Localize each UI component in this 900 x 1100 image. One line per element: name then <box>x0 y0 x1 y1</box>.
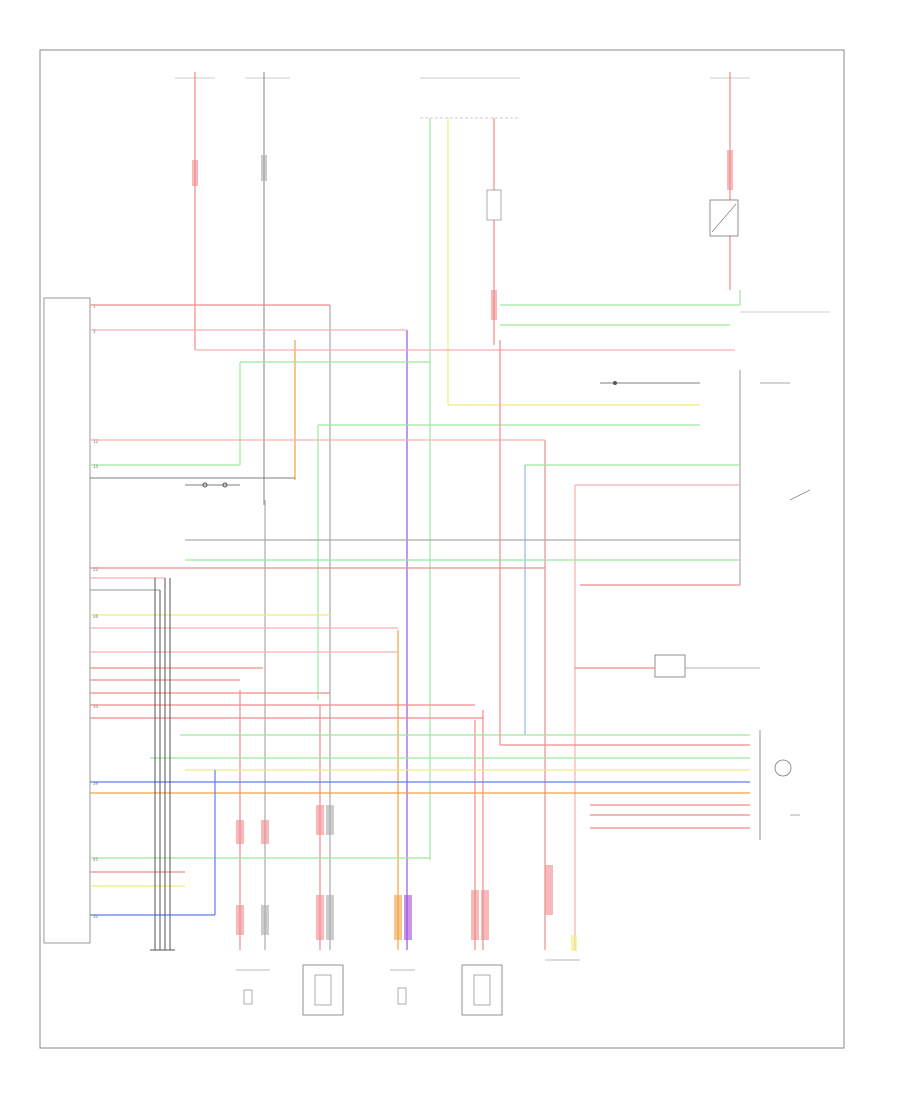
fuse-middle <box>245 72 290 505</box>
svg-text:50: 50 <box>93 914 99 919</box>
left-rear-wheel-sensor <box>390 895 415 1005</box>
ground-point <box>150 578 175 951</box>
hydraulic-unit <box>759 730 800 840</box>
svg-text:3: 3 <box>93 329 96 334</box>
abs-control-unit <box>43 297 91 944</box>
svg-text:26: 26 <box>93 614 99 619</box>
brake-switch <box>600 381 811 501</box>
abs-fuse-relay <box>420 77 520 860</box>
horizontal-wires <box>90 290 830 916</box>
right-rear-wheel-sensor <box>461 890 503 1016</box>
svg-text:14: 14 <box>93 464 99 469</box>
svg-text:12: 12 <box>93 439 99 444</box>
pump-motor-relay <box>575 654 760 678</box>
abs-pin-numbers: 1 3 12 14 22 26 33 39 45 50 <box>93 304 99 919</box>
fuse-right <box>709 72 750 290</box>
data-link-connector <box>545 865 580 961</box>
inline-fuse <box>185 482 240 488</box>
svg-text:22: 22 <box>93 567 99 572</box>
svg-text:33: 33 <box>93 704 99 709</box>
left-front-wheel-sensor <box>236 820 270 1005</box>
svg-text:45: 45 <box>93 857 99 862</box>
diagram-frame <box>39 49 845 1049</box>
svg-text:39: 39 <box>93 781 99 786</box>
fuse-left <box>175 72 215 350</box>
right-front-wheel-sensor <box>302 805 344 1016</box>
svg-text:1: 1 <box>93 304 96 309</box>
